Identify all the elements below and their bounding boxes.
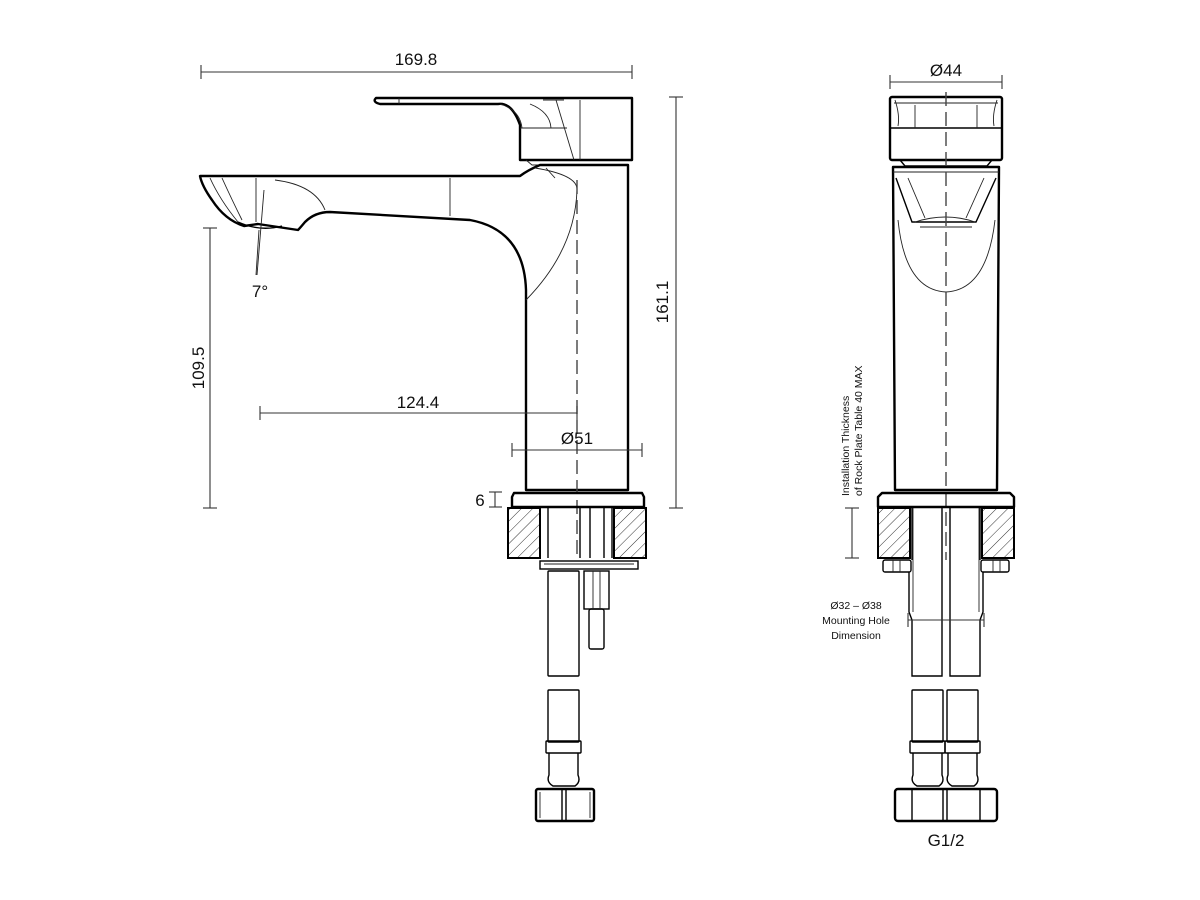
mounting-hole-line3: Dimension — [831, 630, 881, 642]
dimension-spout-height: 109.5 — [189, 227, 217, 509]
side-view: Ø44 — [822, 61, 1016, 850]
front-view: 169.8 — [189, 50, 683, 823]
installation-note-line2: of Rock Plate Table 40 MAX — [853, 365, 865, 496]
dimension-base-thickness: 6 — [475, 491, 502, 510]
dim-label-base-thickness: 6 — [475, 491, 484, 510]
mounting-hole-line1: Ø32 – Ø38 — [830, 600, 882, 612]
dim-label-spout-reach: 124.4 — [397, 393, 440, 412]
dim-label-spout-height: 109.5 — [189, 347, 208, 390]
aerator-angle-marker: 7° — [252, 189, 268, 301]
dim-label-overall-height: 161.1 — [653, 281, 672, 324]
mounting-hole-line2: Mounting Hole — [822, 615, 890, 627]
dim-label-head-diameter: Ø44 — [930, 61, 962, 80]
hoses-side: Ø32 – Ø38 Mounting Hole Dimension G1/2 — [822, 508, 999, 850]
dim-label-body-diameter: Ø51 — [561, 429, 593, 448]
base-plate-side — [876, 491, 1016, 573]
tap-body — [198, 163, 630, 492]
connection-thread-label: G1/2 — [928, 831, 965, 850]
lever-handle — [373, 96, 634, 166]
hoses-front — [534, 570, 610, 823]
dimension-overall-width: 169.8 — [200, 50, 633, 79]
dim-label-aerator-angle: 7° — [252, 282, 268, 301]
dimension-overall-height: 161.1 — [653, 96, 683, 509]
base-plate-front — [507, 491, 647, 570]
dim-label-overall-width: 169.8 — [395, 50, 438, 69]
dimension-spout-reach: 124.4 — [259, 393, 578, 420]
dimension-head-diameter: Ø44 — [889, 61, 1003, 89]
installation-note-line1: Installation Thickness — [840, 396, 852, 496]
dimension-body-diameter: Ø51 — [511, 429, 643, 457]
installation-thickness-note: Installation Thickness of Rock Plate Tab… — [840, 365, 865, 559]
